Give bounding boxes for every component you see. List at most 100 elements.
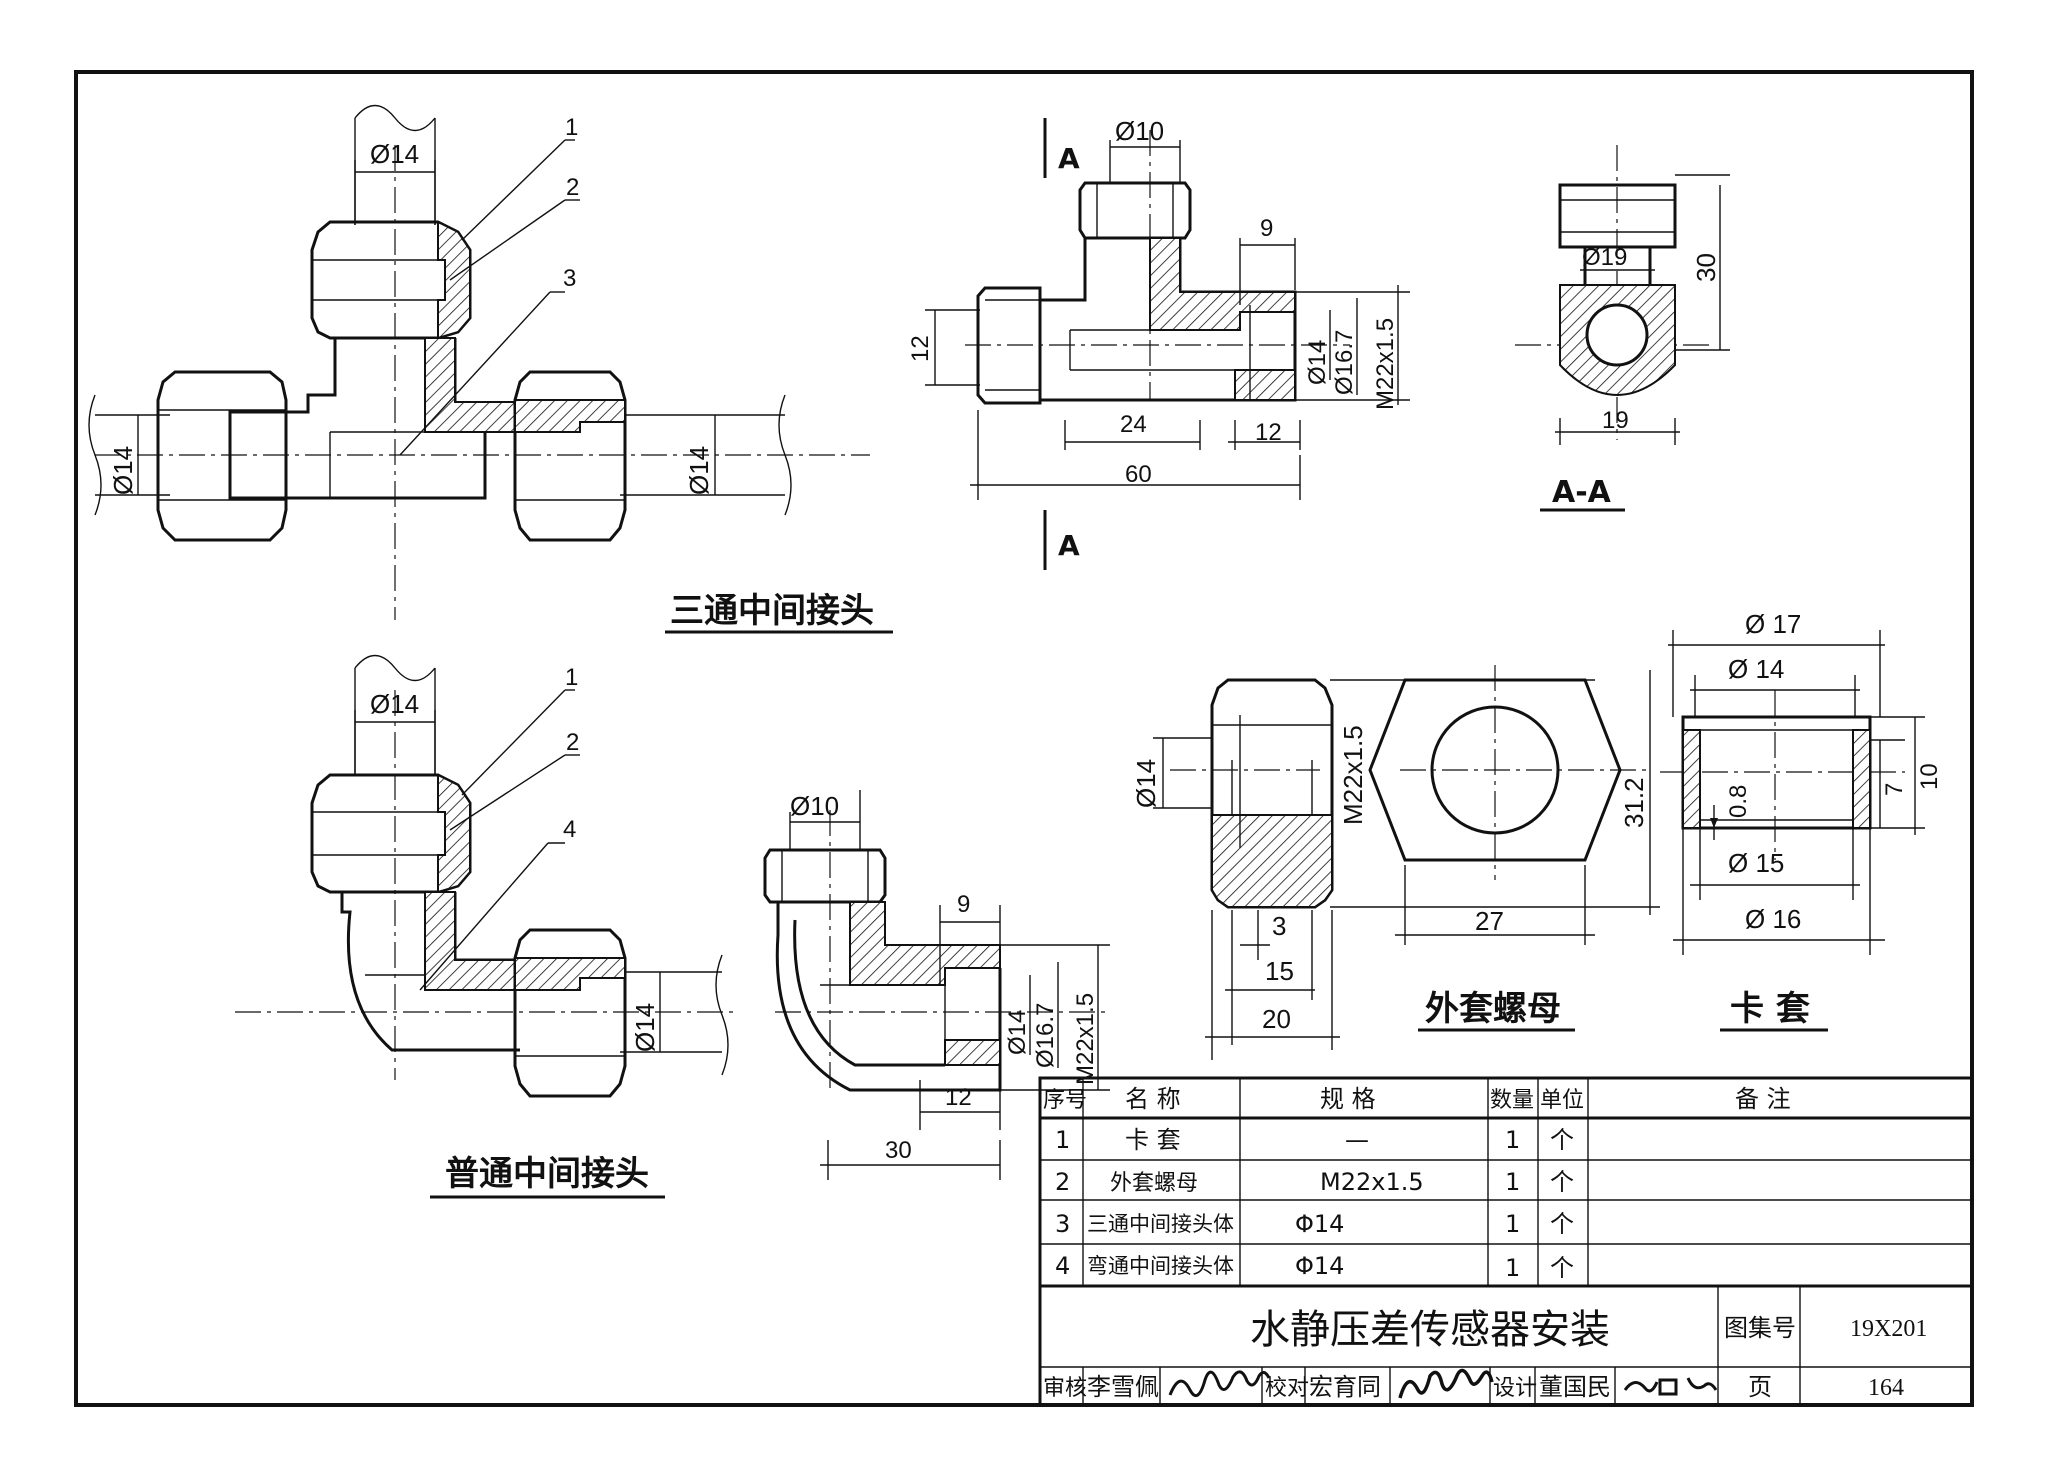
atlas-number: 19X201 bbox=[1850, 1316, 1927, 1342]
designer-name: 董国民 bbox=[1539, 1373, 1611, 1401]
reviewer-name: 李雪佩 bbox=[1087, 1373, 1159, 1401]
parts-header-qty: 数量 bbox=[1490, 1088, 1534, 1113]
title-block: 水静压差传感器安装 图集号 19X201 页 164 审核 李雪佩 校对 宏育同… bbox=[1038, 1284, 1974, 1407]
parts-header-no: 序号 bbox=[1043, 1088, 1087, 1113]
tee-dim-d14-top: Ø14 bbox=[370, 139, 419, 169]
elbow-dim-d14-top: Ø14 bbox=[370, 689, 419, 719]
parts-cell: — bbox=[1345, 1126, 1369, 1154]
design-label: 设计 bbox=[1493, 1376, 1537, 1401]
tee-assembly-view: Ø14 Ø14 Ø14 1 2 3 三通中间接头 bbox=[88, 104, 893, 634]
parts-cell: 1 bbox=[1505, 1210, 1520, 1238]
elbow-body-dim-30: 30 bbox=[885, 1137, 912, 1164]
outer-nut-detail: Ø14 M22x1.5 31.2 27 3 15 20 外套螺母 bbox=[1131, 665, 1660, 1060]
parts-cell: 个 bbox=[1550, 1168, 1574, 1196]
parts-cell: 个 bbox=[1550, 1254, 1574, 1282]
nut-dim-3: 3 bbox=[1272, 911, 1286, 941]
elbow-body-dim-9: 9 bbox=[957, 891, 970, 918]
tee-callout-1: 1 bbox=[565, 114, 578, 141]
elbow-assembly-view: Ø14 Ø14 1 2 4 普通中间接头 bbox=[235, 654, 735, 1199]
table-row: 4 弯通中间接头体 Φ14 1 个 bbox=[1055, 1252, 1574, 1282]
tee-body-dim-24: 24 bbox=[1120, 411, 1147, 438]
parts-header-spec: 规 格 bbox=[1320, 1085, 1376, 1113]
tee-body-detail: A A Ø10 9 12 24 12 60 Ø14 Ø16.7 M22x1.5 bbox=[907, 116, 1410, 570]
ferrule-detail: Ø 17 Ø 14 Ø 15 Ø 16 0.8 7 10 卡 套 bbox=[1660, 609, 1943, 1032]
checker-name: 宏育同 bbox=[1309, 1373, 1381, 1401]
tee-dim-d14-right: Ø14 bbox=[684, 446, 714, 495]
nut-dim-20: 20 bbox=[1262, 1004, 1291, 1034]
nut-dim-d14: Ø14 bbox=[1131, 759, 1161, 808]
tee-body-dim-12-bottom: 12 bbox=[1255, 419, 1282, 446]
tee-body-dim-9: 9 bbox=[1260, 215, 1273, 242]
tee-callout-3: 3 bbox=[563, 265, 576, 292]
nut-dim-thread: M22x1.5 bbox=[1338, 725, 1368, 825]
section-aa-view: Ø19 30 19 A-A bbox=[1515, 145, 1730, 512]
section-aa-title: A-A bbox=[1552, 475, 1612, 510]
parts-cell: 个 bbox=[1550, 1210, 1574, 1238]
parts-cell: 1 bbox=[1505, 1168, 1520, 1196]
ferrule-dim-d14: Ø 14 bbox=[1728, 654, 1784, 684]
tee-body-dim-d14: Ø14 bbox=[1304, 340, 1331, 385]
table-row: 2 外套螺母 M22x1.5 1 个 bbox=[1055, 1168, 1574, 1196]
elbow-view-title: 普通中间接头 bbox=[445, 1154, 649, 1194]
elbow-callout-2: 2 bbox=[566, 729, 579, 756]
elbow-body-dim-12: 12 bbox=[945, 1084, 972, 1111]
ferrule-dim-d16: Ø 16 bbox=[1745, 904, 1801, 934]
section-aa-dim-d19: Ø19 bbox=[1582, 244, 1627, 271]
ferrule-dim-d17: Ø 17 bbox=[1745, 609, 1801, 639]
drawing-title: 水静压差传感器安装 bbox=[1250, 1307, 1610, 1353]
tee-view-title: 三通中间接头 bbox=[670, 591, 874, 631]
parts-cell: 2 bbox=[1055, 1168, 1070, 1196]
parts-cell: 外套螺母 bbox=[1110, 1171, 1198, 1196]
nut-dim-15: 15 bbox=[1265, 956, 1294, 986]
elbow-body-dim-d167: Ø16.7 bbox=[1032, 1003, 1059, 1068]
elbow-body-detail: Ø10 9 12 30 Ø14 Ø16.7 M22x1.5 bbox=[763, 790, 1110, 1180]
parts-table: 序号 名 称 规 格 数量 单位 备 注 1 卡 套 — 1 个 2 外套螺母 … bbox=[1038, 1076, 1974, 1288]
page-number: 164 bbox=[1868, 1375, 1904, 1401]
tee-section-mark-top: A bbox=[1058, 142, 1080, 175]
page-label: 页 bbox=[1748, 1373, 1772, 1401]
parts-cell: 三通中间接头体 bbox=[1087, 1212, 1234, 1236]
elbow-dim-d14-right: Ø14 bbox=[630, 1003, 660, 1052]
tee-section-mark-bottom: A bbox=[1058, 529, 1080, 562]
parts-cell: 3 bbox=[1055, 1210, 1070, 1238]
nut-title: 外套螺母 bbox=[1425, 989, 1561, 1029]
elbow-callout-4: 4 bbox=[563, 816, 576, 843]
parts-cell: 1 bbox=[1055, 1126, 1070, 1154]
parts-header-remark: 备 注 bbox=[1735, 1085, 1791, 1113]
table-row: 1 卡 套 — 1 个 bbox=[1055, 1126, 1574, 1154]
table-row: 3 三通中间接头体 Φ14 1 个 bbox=[1055, 1210, 1574, 1238]
check-label: 校对 bbox=[1265, 1376, 1309, 1401]
elbow-body-dim-thread: M22x1.5 bbox=[1072, 993, 1099, 1085]
tee-body-dim-thread: M22x1.5 bbox=[1372, 318, 1399, 410]
parts-cell: Φ14 bbox=[1295, 1210, 1344, 1238]
ferrule-dim-10: 10 bbox=[1916, 763, 1943, 790]
nut-dim-27: 27 bbox=[1475, 906, 1504, 936]
review-label: 审核 bbox=[1043, 1376, 1087, 1401]
designer-signature bbox=[1623, 1377, 1718, 1396]
tee-body-dim-d167: Ø16.7 bbox=[1331, 330, 1358, 395]
elbow-body-dim-d10: Ø10 bbox=[790, 791, 839, 821]
parts-cell: 弯通中间接头体 bbox=[1087, 1254, 1234, 1278]
parts-header-unit: 单位 bbox=[1540, 1088, 1584, 1113]
parts-cell: 卡 套 bbox=[1125, 1126, 1181, 1154]
section-aa-dim-19: 19 bbox=[1602, 407, 1629, 434]
ferrule-title: 卡 套 bbox=[1730, 989, 1810, 1029]
tee-body-dim-60: 60 bbox=[1125, 461, 1152, 488]
parts-cell: 4 bbox=[1055, 1252, 1070, 1280]
elbow-body-dim-d14: Ø14 bbox=[1004, 1010, 1031, 1055]
tee-callout-2: 2 bbox=[566, 174, 579, 201]
nut-dim-312: 31.2 bbox=[1619, 777, 1649, 828]
parts-cell: 1 bbox=[1505, 1254, 1520, 1282]
parts-cell: 个 bbox=[1550, 1126, 1574, 1154]
atlas-label: 图集号 bbox=[1724, 1314, 1796, 1342]
drawing-frame bbox=[74, 70, 1974, 1407]
ferrule-dim-7: 7 bbox=[1881, 783, 1908, 796]
elbow-callout-1: 1 bbox=[565, 664, 578, 691]
parts-cell: Φ14 bbox=[1295, 1252, 1344, 1280]
tee-body-dim-12-left: 12 bbox=[907, 335, 934, 362]
reviewer-signature bbox=[1168, 1370, 1271, 1398]
ferrule-dim-08: 0.8 bbox=[1725, 785, 1752, 818]
checker-signature bbox=[1398, 1368, 1494, 1399]
tee-body-dim-d10: Ø10 bbox=[1115, 116, 1164, 146]
